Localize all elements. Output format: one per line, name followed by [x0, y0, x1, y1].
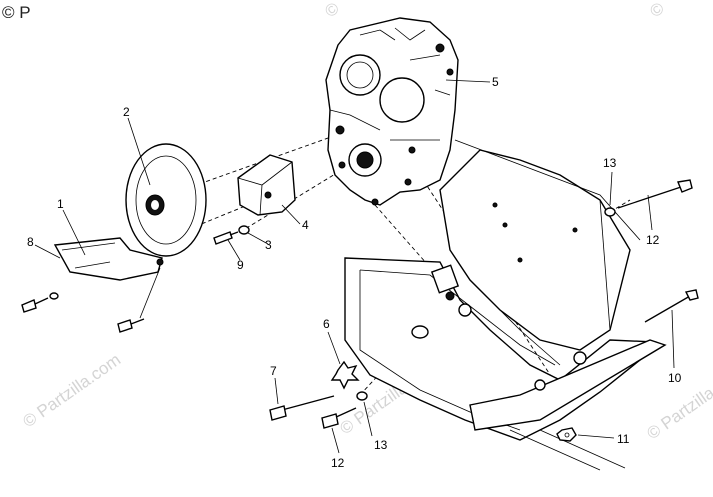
callout-11: 11: [617, 432, 630, 446]
mounting-bracket: [237, 154, 296, 216]
callout-2: 2: [123, 105, 130, 119]
callout-10: 10: [668, 371, 682, 385]
gear-case-housing: [325, 17, 459, 206]
callout-3: 3: [265, 238, 272, 252]
callout-4: 4: [302, 218, 309, 232]
copyright-corner: © P: [2, 3, 31, 22]
callout-labels: 1 2 3 4 5 6 7 8 9 10 11 12 12 13 13: [27, 75, 682, 470]
callout-7: 7: [270, 364, 277, 378]
chassis-frame: [344, 139, 667, 471]
callout-12-lower: 12: [331, 456, 345, 470]
watermark-bottom-left: © Partzilla.com: [19, 350, 124, 431]
watermark-top-center: ©: [321, 0, 343, 21]
drive-pulley: [125, 143, 207, 257]
callout-8: 8: [27, 235, 34, 249]
callout-9: 9: [237, 258, 244, 272]
callout-5: 5: [492, 75, 499, 89]
fasteners: [21, 179, 699, 442]
callout-13-upper: 13: [603, 156, 617, 170]
callout-6: 6: [323, 317, 330, 331]
callout-12-upper: 12: [646, 233, 660, 247]
callout-1: 1: [57, 197, 64, 211]
callout-13-lower: 13: [374, 438, 388, 452]
watermark-top-right: ©: [646, 0, 668, 21]
leader-lines: [34, 79, 675, 454]
